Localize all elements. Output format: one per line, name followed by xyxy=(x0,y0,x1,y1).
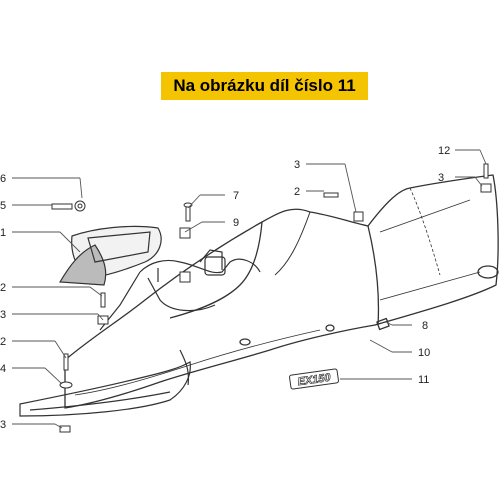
callout-2-right: 2 xyxy=(294,186,300,198)
callout-3-far-right: 3 xyxy=(438,172,444,184)
callout-2-upper: 2 xyxy=(0,282,6,294)
callout-5: 5 xyxy=(0,200,6,212)
side-panel-part-1 xyxy=(58,225,162,286)
callout-7: 7 xyxy=(233,190,239,202)
part-highlight-banner: Na obrázku díl číslo 11 xyxy=(161,72,368,100)
callout-3-lower: 3 xyxy=(0,419,6,431)
callout-2-lower: 2 xyxy=(0,336,6,348)
callout-9: 9 xyxy=(233,217,239,229)
callout-10: 10 xyxy=(418,347,430,359)
footboard-panel xyxy=(19,349,191,417)
callout-8: 8 xyxy=(422,320,428,332)
callout-numbers: 6 5 1 7 9 2 3 2 3 12 3 8 10 11 2 3 4 xyxy=(0,145,450,431)
callout-12: 12 xyxy=(438,145,450,157)
callout-3-right: 3 xyxy=(294,159,300,171)
callout-4: 4 xyxy=(0,363,6,375)
ex150-emblem: EX150 xyxy=(289,368,339,390)
callout-leader-lines xyxy=(12,149,487,429)
callout-3-upper: 3 xyxy=(0,309,6,321)
callout-6: 6 xyxy=(0,173,6,185)
emblem-text: EX150 xyxy=(297,372,332,389)
callout-11: 11 xyxy=(418,374,429,386)
fasteners xyxy=(51,163,492,433)
callout-1: 1 xyxy=(0,227,6,239)
main-body-panel xyxy=(64,174,499,409)
